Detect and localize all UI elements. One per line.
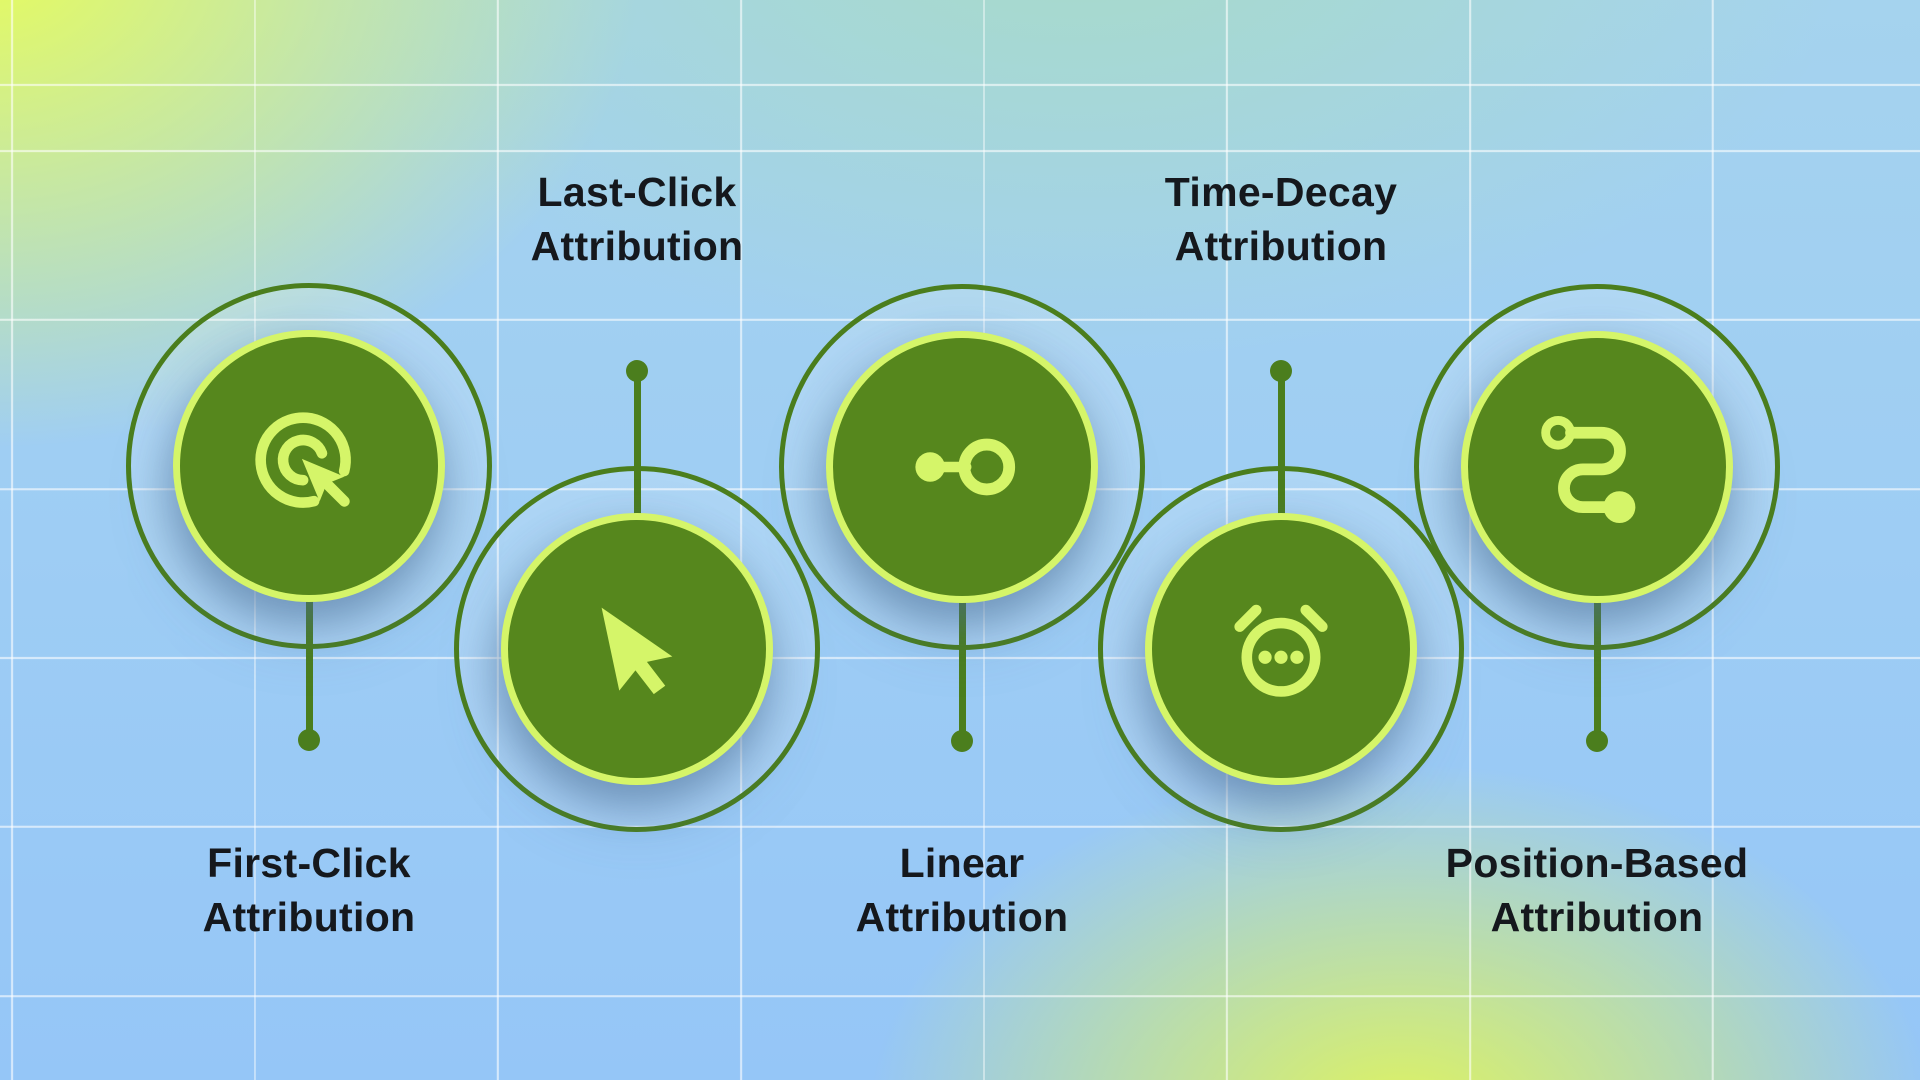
background-grid xyxy=(0,0,1920,1080)
attribution-models-diagram: First-Click Attribution Last-Click Attri… xyxy=(0,0,1920,1080)
